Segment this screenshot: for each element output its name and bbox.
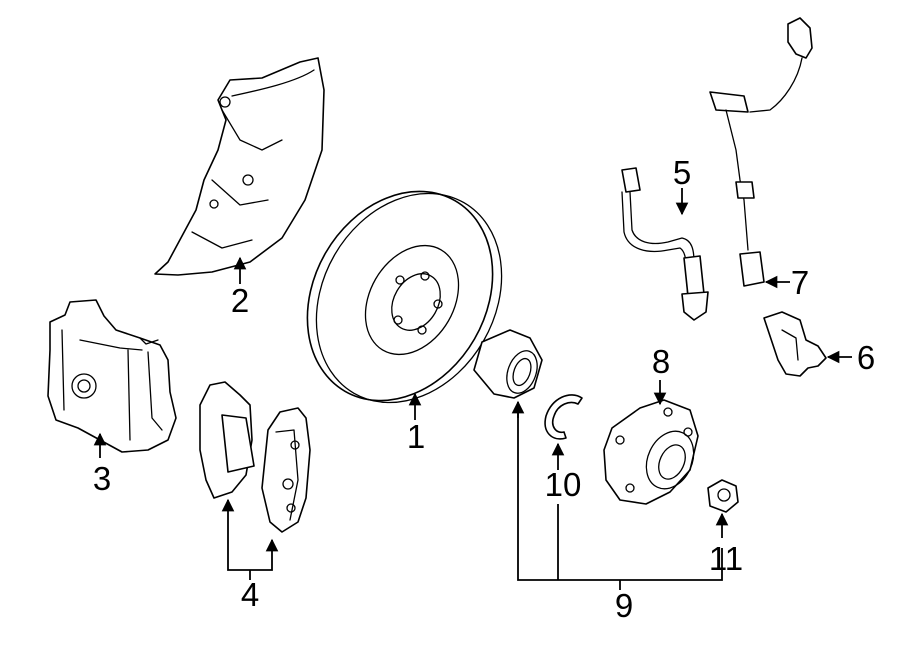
callout-9: 9: [615, 587, 633, 624]
caliper-part: [47, 299, 177, 453]
hub-nut-part: [707, 479, 739, 513]
brake-rotor-part: [306, 190, 503, 404]
brake-hose-part: [621, 167, 709, 321]
callout-7: 7: [791, 264, 809, 301]
leader-4: [227, 512, 273, 571]
callout-10: 10: [545, 466, 582, 503]
splash-shield-part: [154, 57, 325, 276]
callout-2: 2: [231, 282, 249, 319]
wheel-bearing-part: [473, 329, 543, 399]
callout-5: 5: [673, 154, 691, 191]
callouts: 1 2 3 4 5 6 7 8 9 10 11: [93, 154, 875, 624]
callout-4: 4: [241, 576, 259, 613]
abs-sensor-wire-part: [709, 17, 813, 287]
callout-11: 11: [709, 540, 743, 577]
callout-3: 3: [93, 460, 111, 497]
callout-8: 8: [652, 343, 670, 380]
callout-6: 6: [857, 339, 875, 376]
callout-1: 1: [407, 418, 425, 455]
brake-pads-part: [199, 381, 311, 533]
snap-ring-part: [544, 394, 583, 440]
leader-lines: [93, 188, 852, 590]
wheel-hub-part: [603, 399, 699, 505]
wheel-speed-sensor-part: [763, 311, 827, 377]
